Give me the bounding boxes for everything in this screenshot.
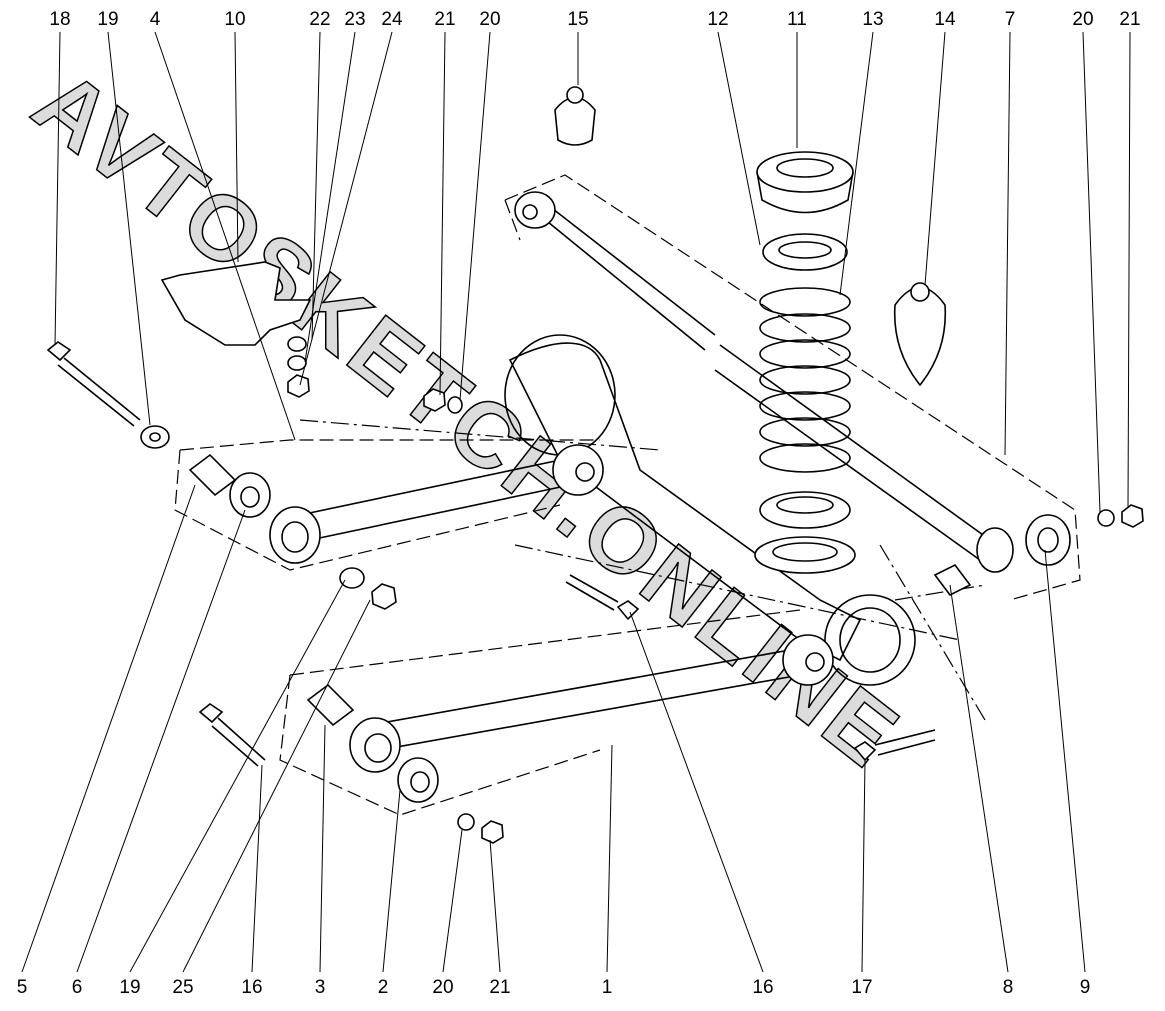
leader-line [54,31,61,346]
callout-top-12: 13 [862,9,884,30]
leader-line [1082,31,1101,513]
callout-bottom-6: 2 [377,977,389,998]
leader-line [154,31,296,441]
callout-bottom-0: 5 [16,977,28,998]
group-outline-upper-arm [504,174,1081,601]
bolt-16-left [198,703,266,767]
leader-line [839,31,874,296]
bracket-10 [160,261,312,346]
callout-top-16: 21 [1119,9,1141,30]
callout-top-0: 18 [49,9,71,30]
callout-top-7: 21 [434,9,456,30]
coil-spring [759,287,851,473]
leader-line [311,31,321,341]
lower-longitudinal-arm [306,634,834,803]
leader-line [439,31,446,396]
callout-top-8: 20 [479,9,501,30]
leader-line [1044,549,1086,973]
rear-axle-beam [504,334,916,686]
leader-line [319,724,326,973]
leader-line [629,611,764,973]
callout-bottom-10: 16 [752,977,774,998]
leader-line [442,829,463,973]
callout-top-1: 19 [97,9,119,30]
leader-line [717,31,761,246]
leader-line [489,839,501,973]
spring-seats-and-insulators [754,151,856,574]
group-outline-left-arm [174,439,600,571]
callout-top-13: 14 [934,9,956,30]
callout-bottom-13: 9 [1079,977,1091,998]
group-outline-lower-arm [279,609,801,816]
leader-line [459,31,491,401]
leader-line [1004,31,1011,456]
bolt-16-right [565,574,640,621]
leader-line [382,789,401,973]
leader-line [182,599,371,973]
leader-line [304,31,356,363]
bolt-17 [853,729,936,762]
washers-and-nuts [140,336,1144,844]
bolt-18 [46,341,141,427]
callout-bottom-12: 8 [1002,977,1014,998]
leader-line [107,31,151,426]
callout-top-4: 22 [309,9,331,30]
leader-line [76,509,246,973]
leader-line [299,31,393,386]
callout-bottom-11: 17 [851,977,873,998]
callout-top-5: 23 [344,9,366,30]
leader-line [606,744,613,973]
callout-bottom-3: 25 [172,977,194,998]
leader-line [234,31,239,263]
callout-top-11: 11 [787,9,807,30]
callout-top-6: 24 [381,9,403,30]
callout-top-3: 10 [224,9,246,30]
leader-lines [21,31,1131,973]
callout-bottom-1: 6 [71,977,83,998]
leader-line [1127,31,1131,509]
leader-line [251,764,263,973]
bump-stop-15 [554,86,596,146]
callout-bottom-5: 3 [314,977,326,998]
callout-bottom-2: 19 [119,977,141,998]
leader-line [21,484,196,973]
callout-top-14: 7 [1004,9,1016,30]
callout-top-10: 12 [707,9,729,30]
callout-bottom-7: 20 [432,977,454,998]
leader-line [949,584,1009,973]
upper-longitudinal-rod [514,191,1071,597]
callout-bottom-9: 1 [601,977,613,998]
leader-line [129,579,346,973]
callout-bottom-8: 21 [489,977,511,998]
callout-top-15: 20 [1072,9,1094,30]
callout-top-9: 15 [567,9,589,30]
callout-bottom-4: 16 [241,977,263,998]
callout-top-2: 4 [149,9,161,30]
leader-line [924,31,946,286]
bump-stop-14 [893,282,947,387]
left-lower-arm [188,444,604,564]
axis-dashdot-lines [299,419,986,721]
leader-line [861,759,866,973]
